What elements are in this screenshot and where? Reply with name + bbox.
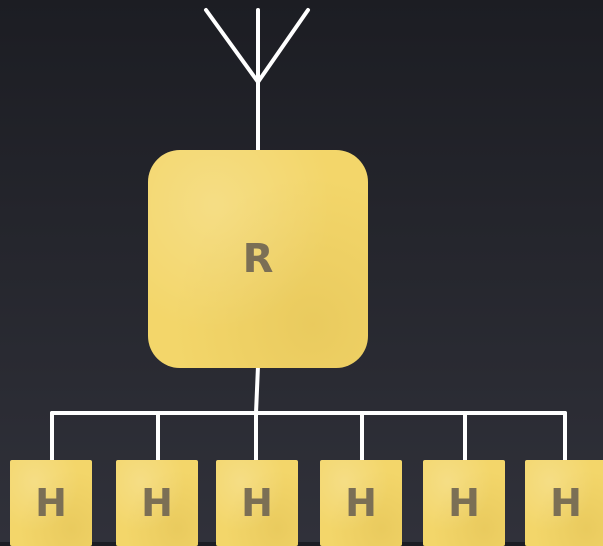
host-node: H <box>216 460 298 546</box>
host-node: H <box>320 460 402 546</box>
antenna-right-prong <box>256 8 310 84</box>
router-node: R <box>148 150 368 368</box>
host-label: H <box>550 481 582 525</box>
router-uplink-line <box>254 364 260 415</box>
host-label: H <box>448 481 480 525</box>
host-node: H <box>116 460 198 546</box>
host-label: H <box>241 481 273 525</box>
host-label: H <box>141 481 173 525</box>
host-node: H <box>525 460 603 546</box>
router-label: R <box>242 236 274 282</box>
host-label: H <box>35 481 67 525</box>
host-node: H <box>423 460 505 546</box>
host-node: H <box>10 460 92 546</box>
host-label: H <box>345 481 377 525</box>
antenna-left-prong <box>204 8 260 84</box>
